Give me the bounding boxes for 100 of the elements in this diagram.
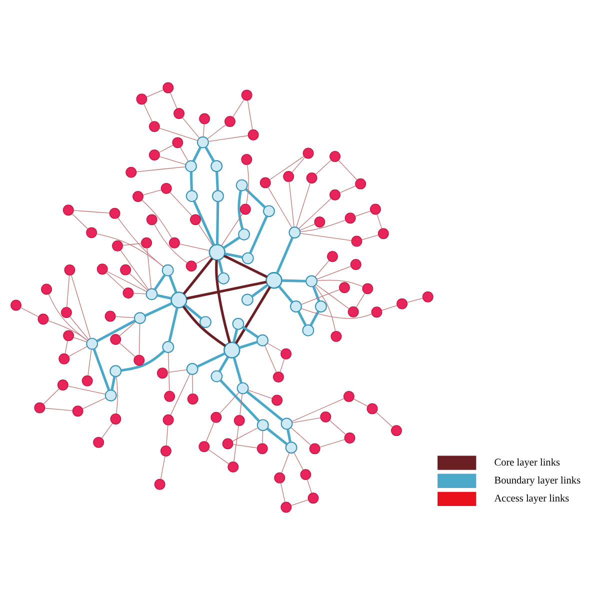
connector <box>119 322 136 336</box>
connector <box>278 286 294 304</box>
node-circle <box>330 151 340 162</box>
connector <box>144 302 172 317</box>
node-circle <box>314 216 326 228</box>
connector <box>202 124 205 138</box>
connector <box>20 307 39 318</box>
connector <box>110 376 116 390</box>
legend-label: Boundary layer links <box>494 475 581 486</box>
node-circle <box>210 370 223 382</box>
connector <box>298 198 332 229</box>
node-circle <box>263 205 275 218</box>
node-circle <box>62 204 74 216</box>
connector <box>406 298 424 303</box>
node-circle <box>300 469 312 480</box>
node-circle <box>256 443 268 454</box>
node-circle <box>60 307 72 318</box>
node-circle <box>186 260 197 272</box>
connector <box>182 306 226 347</box>
connector <box>264 345 277 373</box>
node-circle <box>371 306 382 318</box>
connector <box>106 272 125 290</box>
node-circle <box>218 272 230 284</box>
connector <box>156 294 172 300</box>
connector <box>142 200 172 239</box>
node-circle <box>280 418 293 430</box>
connector <box>242 326 259 338</box>
connector <box>101 422 113 438</box>
connector <box>159 156 186 165</box>
connector <box>168 307 178 342</box>
connector <box>238 190 244 230</box>
connector <box>290 427 312 446</box>
connector <box>186 280 267 300</box>
connector <box>316 284 350 310</box>
connector <box>120 250 149 290</box>
connector <box>72 214 88 230</box>
node-circle <box>378 228 389 240</box>
connector <box>208 449 230 464</box>
node-circle <box>110 414 122 424</box>
connector <box>182 258 214 295</box>
node-circle <box>210 160 223 172</box>
connector <box>122 243 142 246</box>
connector <box>376 412 393 428</box>
connector <box>119 342 136 357</box>
connector <box>88 349 92 376</box>
node-circle <box>162 414 174 426</box>
node-circle <box>196 136 209 148</box>
node-circle <box>154 478 166 490</box>
connector <box>216 172 219 191</box>
connector <box>292 156 306 173</box>
connector <box>146 89 164 98</box>
node-circle <box>72 406 84 417</box>
connector <box>120 350 165 372</box>
connector <box>196 256 211 264</box>
connector <box>314 260 330 278</box>
node-circle <box>320 411 332 422</box>
connector <box>232 427 258 442</box>
connector <box>246 390 284 422</box>
node-circle <box>242 252 254 264</box>
connector <box>144 104 153 122</box>
node-circle <box>172 137 184 148</box>
node-circle <box>156 368 168 379</box>
connector <box>215 260 231 343</box>
node-circle <box>198 441 210 452</box>
connector <box>170 192 192 216</box>
connector <box>234 286 272 344</box>
node-circle <box>132 191 144 202</box>
node-circle <box>228 461 239 472</box>
connector <box>280 482 286 503</box>
node-circle <box>208 244 226 261</box>
connector <box>301 289 340 305</box>
connector <box>73 337 88 342</box>
node-circle <box>109 208 120 219</box>
connector <box>296 182 311 228</box>
connector <box>288 181 294 228</box>
connector <box>267 342 282 352</box>
node-circle <box>170 292 188 308</box>
connector <box>248 216 268 254</box>
node-circle <box>260 177 271 188</box>
node-circle <box>162 82 174 94</box>
node-circle <box>343 390 354 402</box>
connector <box>316 266 352 280</box>
node-circle <box>174 108 184 120</box>
connector <box>232 99 244 118</box>
connector <box>66 274 70 308</box>
node-circle <box>200 316 212 328</box>
node-circle <box>141 237 152 248</box>
connector <box>238 340 258 349</box>
node-circle <box>41 284 52 295</box>
node-circle <box>241 154 252 165</box>
connector <box>159 128 198 141</box>
node-circle <box>63 330 74 342</box>
node-circle <box>370 204 381 215</box>
node-circle <box>185 160 197 172</box>
node-circle <box>126 166 137 178</box>
connector <box>314 285 336 332</box>
connector <box>300 308 372 319</box>
connector <box>268 186 292 228</box>
connector <box>154 224 188 264</box>
connector <box>251 284 268 298</box>
